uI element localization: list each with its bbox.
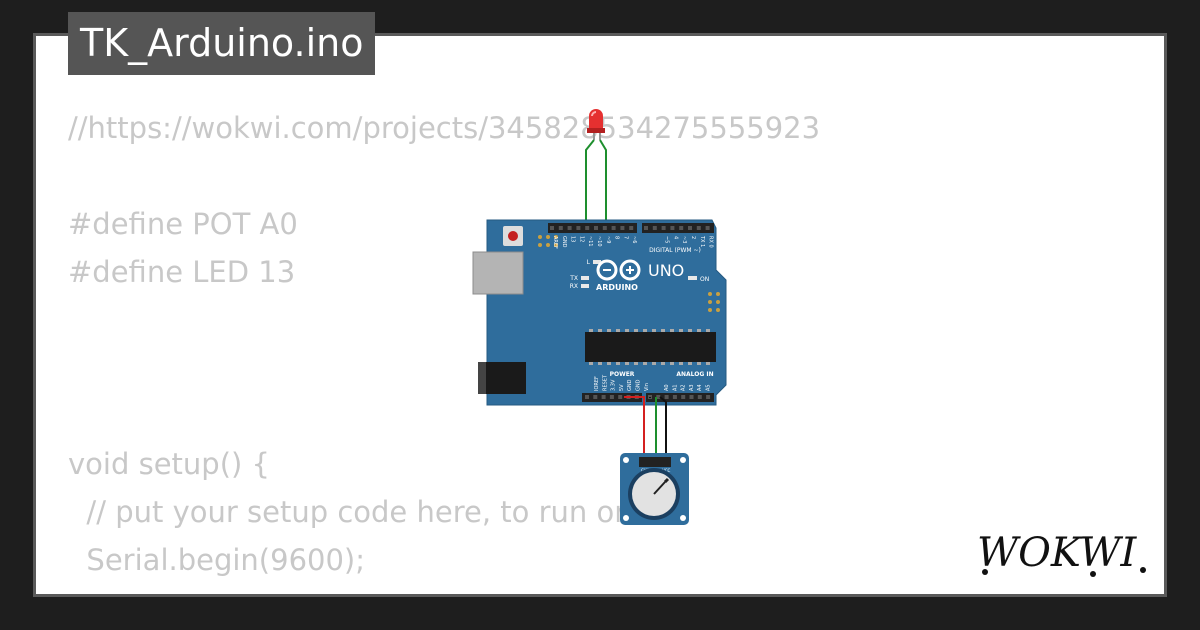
digital-pin-label: ~3 (681, 236, 687, 243)
header-pin[interactable] (620, 226, 625, 230)
code-line: #define LED 13 (68, 255, 296, 289)
header-pin[interactable] (688, 226, 692, 230)
analog-pin-label: A5 (706, 384, 712, 391)
code-line: void setup() { (68, 447, 270, 481)
analog-pin-label: A4 (697, 384, 703, 391)
header-pin[interactable] (670, 226, 675, 230)
analog-pin-label: A3 (689, 384, 695, 391)
header-pin[interactable] (696, 226, 701, 230)
digital-header-right (642, 223, 714, 233)
header-pin[interactable] (585, 226, 590, 230)
pot-wire-gnd (659, 396, 667, 460)
arduino-logo-icon (596, 259, 641, 281)
pot-wire-vcc (624, 396, 645, 460)
code-line: //https://wokwi.com/projects/34582853427… (68, 111, 821, 145)
header-pin[interactable] (550, 226, 554, 230)
digital-pin-label: ~10 (596, 236, 602, 247)
header-pin[interactable] (609, 395, 614, 399)
header-pin[interactable] (656, 395, 661, 399)
pot-pin-label: VCC (662, 468, 671, 473)
wokwi-logo-text: WOKWI (977, 530, 1137, 576)
code-line: #define POT A0 (68, 207, 298, 241)
digital-pin-label: ~9 (605, 236, 611, 243)
header-pin[interactable] (681, 395, 686, 399)
header-pin[interactable] (689, 395, 694, 399)
digital-pin-label: 4 (672, 236, 678, 239)
digital-pin-label: 8 (614, 236, 620, 239)
header-pin[interactable] (593, 395, 598, 399)
digital-pin-label: ~5 (664, 236, 670, 243)
power-label: POWER (610, 371, 635, 378)
power-pin-label: IOREF (594, 376, 600, 391)
header-pin[interactable] (594, 226, 598, 230)
board-model: UNO (648, 261, 684, 280)
usb-connector (473, 252, 523, 294)
header-pin[interactable] (629, 226, 634, 230)
digital-pin-label: TX 1 (699, 235, 705, 247)
power-pin-label: 3.3V (611, 379, 617, 391)
digital-header-left (548, 223, 637, 233)
led-wire-anode (599, 139, 607, 226)
digital-pin-label: 13 (570, 236, 576, 242)
header-pin[interactable] (618, 395, 623, 399)
header-pin[interactable] (661, 226, 666, 230)
header-pin[interactable] (706, 395, 711, 399)
digital-pin-label: ~11 (587, 236, 593, 247)
project-filename-tab: TK_Arduino.ino (68, 12, 376, 75)
digital-pin-label: 12 (578, 236, 584, 242)
code-line: // put your setup code here, to run once… (68, 495, 677, 529)
header-pin[interactable] (585, 395, 589, 399)
analog-pin-label: A0 (664, 384, 670, 391)
analog-header (646, 393, 714, 402)
header-pin[interactable] (602, 226, 607, 230)
power-pin-label: 5V (619, 384, 625, 391)
header-pin[interactable] (652, 226, 657, 230)
header-pin[interactable] (558, 226, 563, 230)
code-line: Serial.begin(9600); (68, 543, 366, 577)
digital-pin-label: GND (561, 236, 567, 248)
digital-pin-label: RX 0 (708, 236, 714, 248)
wokwi-logo-icon: WOKWI (977, 530, 1146, 577)
digital-pin-label: 7 (622, 236, 628, 239)
header-pin[interactable] (644, 226, 648, 230)
digital-header-label: DIGITAL (PWM ~) (649, 247, 701, 254)
code-editor: //https://wokwi.com/projects/34582853427… (68, 104, 821, 594)
header-pin[interactable] (672, 395, 677, 399)
potentiometer[interactable]: GNDSIGVCC (620, 453, 689, 525)
analog-label: ANALOG IN (676, 371, 713, 378)
power-pin-label: Vin (644, 383, 650, 391)
board-brand: ARDUINO (596, 283, 638, 292)
header-pin[interactable] (705, 226, 710, 230)
led-label-l: L (587, 259, 591, 266)
digital-pin-label: AREF (552, 236, 558, 249)
code-line: pinMode(POT, INPUT); (68, 584, 820, 594)
header-pin[interactable] (601, 395, 606, 399)
digital-pin-label: ~6 (631, 236, 637, 243)
analog-pin-label: A2 (681, 384, 687, 391)
power-pin-label: GND (636, 379, 642, 391)
header-pin[interactable] (611, 226, 616, 230)
power-pin-label: RESET (602, 374, 608, 391)
led-label-tx: TX (569, 275, 578, 282)
on-led-label: ON (700, 276, 709, 283)
header-pin[interactable] (567, 226, 572, 230)
analog-pin-label: A1 (672, 384, 678, 391)
atmega-chip (585, 332, 716, 362)
digital-pin-label: 2 (690, 236, 696, 239)
header-pin[interactable] (679, 226, 684, 230)
led-label-rx: RX (570, 283, 578, 290)
header-pin[interactable] (664, 395, 669, 399)
power-pin-label: GND (627, 379, 633, 391)
header-pin[interactable] (697, 395, 702, 399)
led-wire-cathode (585, 139, 595, 226)
red-led[interactable] (587, 109, 605, 140)
header-pin[interactable] (576, 226, 581, 230)
